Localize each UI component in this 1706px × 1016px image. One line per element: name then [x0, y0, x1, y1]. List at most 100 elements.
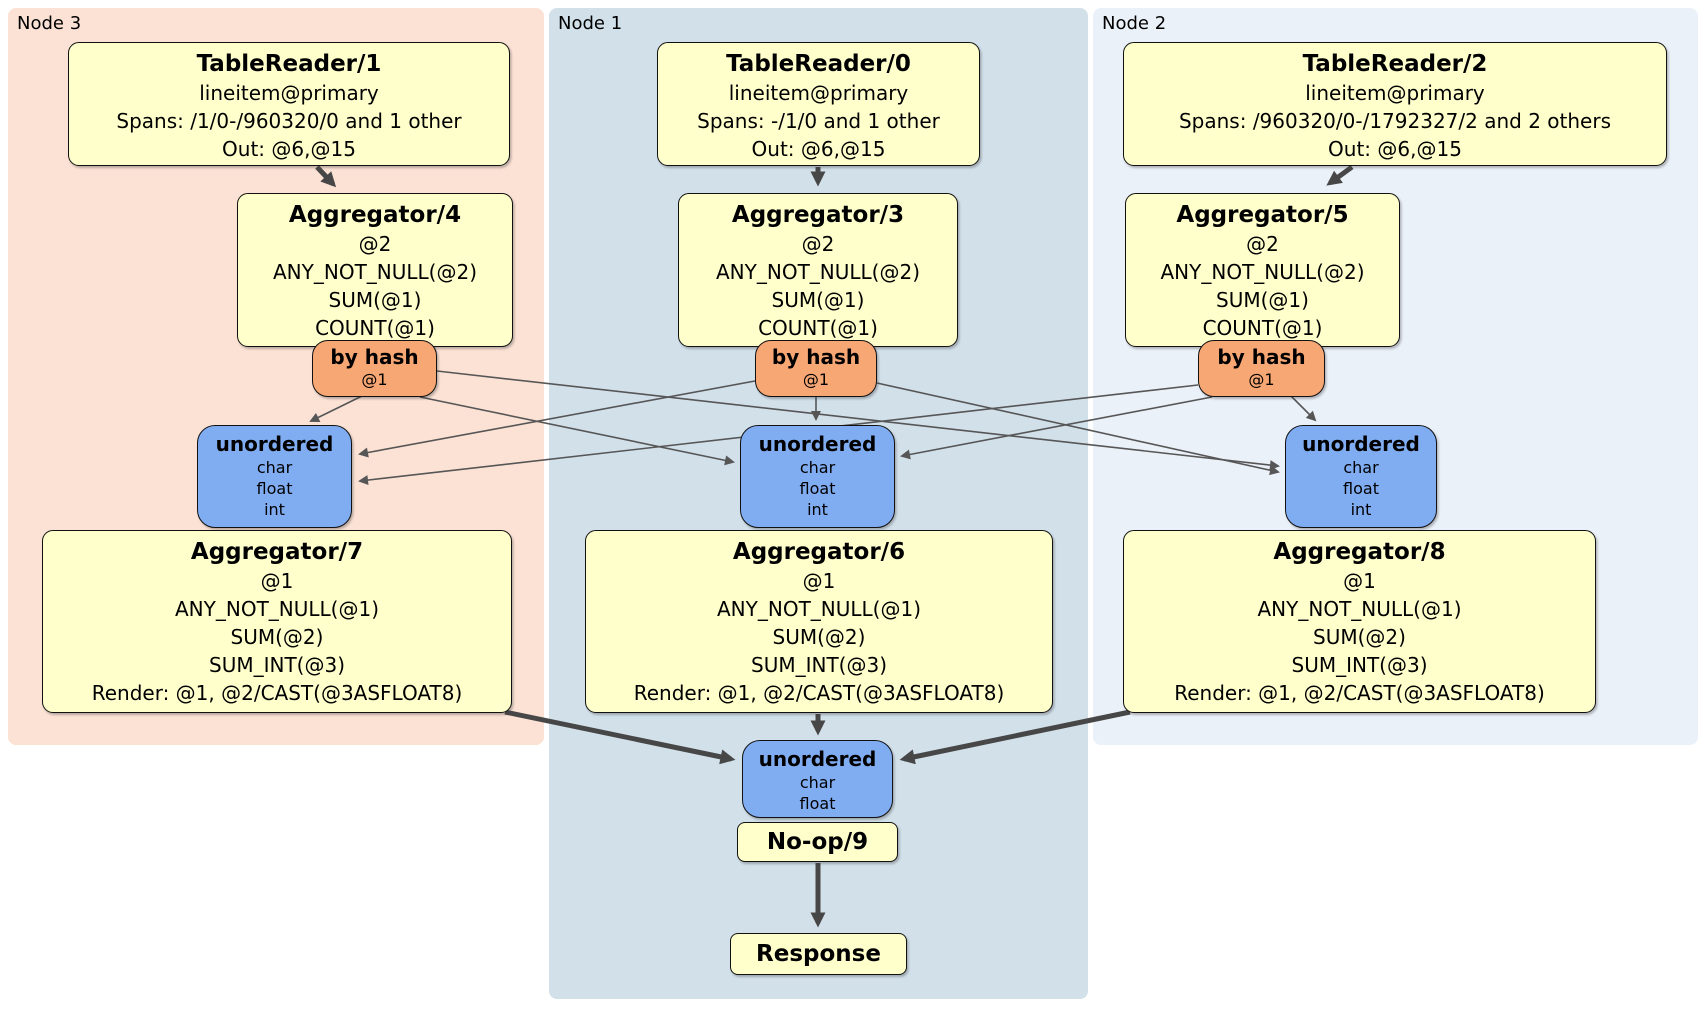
sync-title: unordered [758, 747, 877, 771]
sync-col: char [1343, 458, 1379, 477]
processor-aggregator-5: Aggregator/5 @2 ANY_NOT_NULL(@2) SUM(@1)… [1125, 193, 1400, 347]
aggregator-func: SUM(@2) [1313, 625, 1406, 649]
aggregator-func: SUM_INT(@3) [1291, 653, 1428, 677]
edge-hash1-sync2 [876, 382, 1280, 476]
edge-hash2-sync1 [900, 396, 1213, 460]
edge-agg7-finalsync [504, 709, 736, 765]
processor-tablereader-1: TableReader/1 lineitem@primary Spans: /1… [68, 42, 510, 166]
processor-spans: Spans: /1/0-/960320/0 and 1 other [116, 109, 462, 133]
aggregator-group-cols: @2 [1246, 232, 1279, 256]
processor-title: Aggregator/6 [732, 539, 906, 565]
aggregator-render: Render: @1, @2/CAST(@3ASFLOAT8) [91, 681, 463, 705]
sync-unordered-final: unordered char float [742, 740, 893, 818]
panel-node3-label: Node 3 [17, 13, 82, 34]
aggregator-func: ANY_NOT_NULL(@1) [175, 597, 379, 621]
sync-col: float [799, 479, 836, 498]
sync-col: float [1343, 479, 1379, 498]
processor-noop-9: No-op/9 [737, 822, 898, 862]
edge-tr1-agg4 [315, 165, 337, 188]
aggregator-func: ANY_NOT_NULL(@2) [716, 260, 920, 284]
router-title: by hash [771, 345, 861, 369]
aggregator-func: SUM_INT(@3) [209, 653, 345, 677]
sync-title: unordered [1302, 432, 1420, 456]
router-hash-col: @1 [1248, 370, 1275, 389]
processor-title: Aggregator/8 [1273, 539, 1446, 565]
aggregator-func: COUNT(@1) [758, 316, 878, 340]
sync-title: unordered [215, 432, 334, 456]
aggregator-group-cols: @1 [1343, 569, 1376, 593]
aggregator-func: COUNT(@1) [315, 316, 435, 340]
sync-col: int [1350, 500, 1372, 519]
sync-unordered-node3: unordered char float int [197, 425, 352, 528]
processor-index: lineitem@primary [199, 81, 379, 105]
processor-out: Out: @6,@15 [751, 137, 886, 161]
panel-node1-label: Node 1 [558, 13, 623, 34]
processor-tablereader-0: TableReader/0 lineitem@primary Spans: -/… [657, 42, 980, 166]
processor-aggregator-8: Aggregator/8 @1 ANY_NOT_NULL(@1) SUM(@2)… [1123, 530, 1596, 713]
aggregator-func: SUM(@1) [771, 288, 865, 312]
edge-hash3-sync1 [419, 396, 735, 466]
processor-aggregator-4: Aggregator/4 @2 ANY_NOT_NULL(@2) SUM(@1)… [237, 193, 513, 347]
edge-hash3-sync3 [309, 395, 363, 422]
router-title: by hash [330, 345, 419, 369]
sync-col: char [256, 458, 293, 477]
aggregator-group-cols: @1 [802, 569, 836, 593]
processor-out: Out: @6,@15 [222, 137, 356, 161]
processor-title: Aggregator/3 [731, 202, 905, 228]
router-by-hash-node2: by hash @1 [1198, 340, 1325, 397]
aggregator-func: SUM(@1) [328, 288, 422, 312]
processor-index: lineitem@primary [1305, 81, 1485, 105]
processor-title: Aggregator/7 [190, 539, 364, 565]
sync-col: int [807, 500, 828, 519]
processor-title: Aggregator/4 [288, 202, 462, 228]
edge-agg8-finalsync [899, 709, 1131, 765]
processor-tablereader-2: TableReader/2 lineitem@primary Spans: /9… [1123, 42, 1667, 166]
sync-col: int [264, 500, 285, 519]
aggregator-func: COUNT(@1) [1202, 316, 1323, 340]
router-by-hash-node3: by hash @1 [312, 340, 437, 397]
router-title: by hash [1217, 345, 1306, 369]
processor-aggregator-6: Aggregator/6 @1 ANY_NOT_NULL(@1) SUM(@2)… [585, 530, 1053, 713]
aggregator-func: SUM(@1) [1216, 288, 1309, 312]
processor-title: TableReader/1 [196, 51, 382, 77]
aggregator-group-cols: @1 [260, 569, 294, 593]
processor-out: Out: @6,@15 [1328, 137, 1462, 161]
aggregator-group-cols: @2 [358, 232, 392, 256]
processor-title: Response [756, 941, 881, 967]
edge-tr2-agg5 [1326, 164, 1354, 186]
processor-aggregator-3: Aggregator/3 @2 ANY_NOT_NULL(@2) SUM(@1)… [678, 193, 958, 347]
aggregator-func: SUM(@2) [230, 625, 324, 649]
aggregator-func: SUM(@2) [772, 625, 866, 649]
sync-col: char [799, 773, 836, 792]
panel-node2-label: Node 2 [1102, 13, 1167, 34]
processor-title: TableReader/2 [1302, 51, 1488, 77]
processor-aggregator-7: Aggregator/7 @1 ANY_NOT_NULL(@1) SUM(@2)… [42, 530, 512, 713]
router-by-hash-node1: by hash @1 [755, 340, 877, 397]
edge-hash2-sync2 [1290, 395, 1317, 422]
router-hash-col: @1 [802, 370, 830, 389]
sync-col: float [799, 794, 836, 813]
processor-response: Response [730, 933, 907, 975]
aggregator-func: SUM_INT(@3) [751, 653, 887, 677]
sync-unordered-node1: unordered char float int [740, 425, 895, 528]
sync-col: char [799, 458, 836, 477]
aggregator-func: ANY_NOT_NULL(@2) [273, 260, 477, 284]
aggregator-func: ANY_NOT_NULL(@1) [717, 597, 921, 621]
sync-unordered-node2: unordered char float int [1285, 425, 1437, 528]
processor-spans: Spans: /960320/0-/1792327/2 and 2 others [1178, 109, 1611, 133]
aggregator-group-cols: @2 [801, 232, 835, 256]
processor-spans: Spans: -/1/0 and 1 other [697, 109, 940, 133]
sync-title: unordered [758, 432, 877, 456]
aggregator-func: ANY_NOT_NULL(@2) [1160, 260, 1365, 284]
processor-title: No-op/9 [766, 829, 869, 855]
router-hash-col: @1 [361, 370, 388, 389]
aggregator-render: Render: @1, @2/CAST(@3ASFLOAT8) [633, 681, 1005, 705]
aggregator-render: Render: @1, @2/CAST(@3ASFLOAT8) [1174, 681, 1545, 705]
edge-hash1-sync3 [358, 380, 756, 458]
processor-title: TableReader/0 [726, 51, 911, 77]
edge-hash3-sync2 [436, 370, 1280, 471]
processor-title: Aggregator/5 [1176, 202, 1349, 228]
sync-col: float [256, 479, 293, 498]
